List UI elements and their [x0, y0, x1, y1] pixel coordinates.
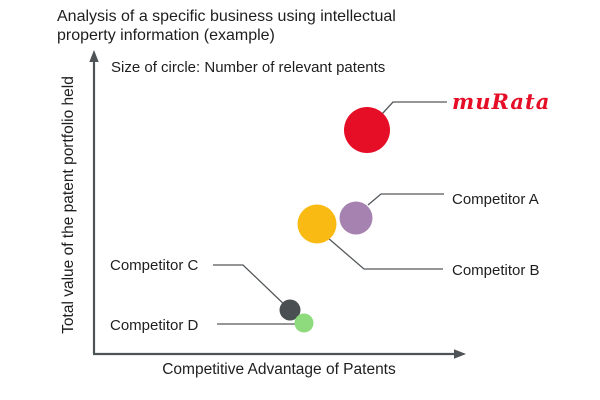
bubble-competitor-a [339, 201, 373, 235]
bubble-label-competitor-a: Competitor A [452, 191, 539, 208]
bubble-murata [344, 107, 390, 153]
page-title: Analysis of a specific business using in… [57, 8, 396, 44]
x-axis-arrow-icon [454, 349, 466, 359]
connector-murata [381, 101, 447, 115]
bubble-label-competitor-b: Competitor B [452, 262, 540, 279]
bubble-competitor-b [297, 204, 337, 244]
connector-competitor-a [367, 193, 444, 206]
y-axis-arrow-icon [89, 50, 99, 62]
bubble-label-competitor-c: Competitor C [110, 257, 199, 274]
circle-size-legend: Size of circle: Number of relevant paten… [111, 59, 386, 76]
brand-logo-murata: muRata [452, 89, 550, 114]
x-axis-label: Competitive Advantage of Patents [162, 361, 396, 378]
bubble-competitor-d [294, 313, 314, 333]
connector-competitor-c [213, 264, 290, 310]
connector-competitor-b [327, 237, 443, 270]
bubble-competitor-c [279, 299, 301, 321]
bubble-label-competitor-d: Competitor D [110, 317, 199, 334]
